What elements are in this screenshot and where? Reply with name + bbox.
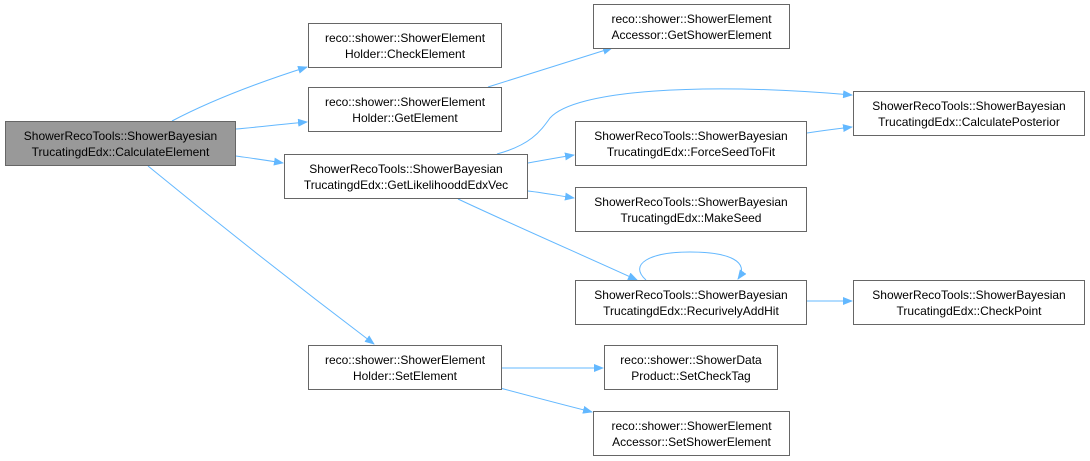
- edge-root-to-set: [147, 165, 375, 345]
- edge-set-to-setshower: [499, 387, 593, 414]
- edge-force-to-post: [806, 124, 853, 134]
- node-check-point-line1: ShowerRecoTools::ShowerBayesian: [872, 287, 1066, 302]
- node-make-seed[interactable]: ShowerRecoTools::ShowerBayesian Trucatin…: [575, 187, 807, 232]
- node-calculate-posterior-line2: TrucatingdEdx::CalculatePosterior: [878, 114, 1060, 129]
- node-calculate-element-line2: TrucatingdEdx::CalculateElement: [31, 144, 210, 159]
- node-get-shower-element[interactable]: reco::shower::ShowerElement Accessor::Ge…: [593, 4, 790, 49]
- node-get-element[interactable]: reco::shower::ShowerElement Holder::GetE…: [308, 87, 502, 132]
- edge-like-to-make: [527, 190, 575, 201]
- node-make-seed-line1: ShowerRecoTools::ShowerBayesian: [594, 194, 788, 209]
- node-check-element-line2: Holder::CheckElement: [344, 46, 466, 61]
- node-make-seed-line2: TrucatingdEdx::MakeSeed: [620, 210, 762, 225]
- node-calculate-posterior[interactable]: ShowerRecoTools::ShowerBayesian Trucatin…: [853, 91, 1085, 136]
- node-calculate-element-line1: ShowerRecoTools::ShowerBayesian: [23, 128, 218, 143]
- node-set-check-tag[interactable]: reco::shower::ShowerData Product::SetChe…: [604, 345, 778, 390]
- edge-get-to-getshower: [487, 46, 613, 88]
- node-check-point[interactable]: ShowerRecoTools::ShowerBayesian Trucatin…: [853, 280, 1085, 325]
- node-get-element-line1: reco::shower::ShowerElement: [324, 94, 486, 109]
- node-get-likelihood-dedx-vec-line1: ShowerRecoTools::ShowerBayesian: [309, 161, 503, 176]
- edge-root-to-get: [235, 118, 308, 130]
- node-force-seed-to-fit[interactable]: ShowerRecoTools::ShowerBayesian Trucatin…: [575, 121, 807, 166]
- node-set-check-tag-line1: reco::shower::ShowerData: [620, 352, 762, 367]
- edge-root-to-like: [235, 155, 284, 166]
- node-set-shower-element[interactable]: reco::shower::ShowerElement Accessor::Se…: [593, 411, 790, 456]
- edge-root-to-check: [171, 65, 308, 122]
- node-check-element[interactable]: reco::shower::ShowerElement Holder::Chec…: [308, 23, 502, 68]
- node-get-shower-element-line1: reco::shower::ShowerElement: [611, 11, 772, 26]
- edge-like-to-post: [496, 88, 853, 155]
- node-recurively-add-hit[interactable]: ShowerRecoTools::ShowerBayesian Trucatin…: [575, 280, 807, 325]
- node-calculate-posterior-line1: ShowerRecoTools::ShowerBayesian: [872, 98, 1066, 113]
- edge-like-to-force: [527, 152, 575, 164]
- node-get-element-line2: Holder::GetElement: [352, 110, 458, 125]
- node-force-seed-to-fit-line1: ShowerRecoTools::ShowerBayesian: [594, 128, 788, 143]
- node-calculate-element: ShowerRecoTools::ShowerBayesian Trucatin…: [5, 121, 236, 166]
- edge-like-to-recur: [457, 198, 638, 281]
- node-recurively-add-hit-line1: ShowerRecoTools::ShowerBayesian: [594, 287, 788, 302]
- node-set-element-line2: Holder::SetElement: [352, 368, 458, 383]
- node-set-element[interactable]: reco::shower::ShowerElement Holder::SetE…: [308, 345, 502, 390]
- edge-recur-self: [639, 251, 747, 281]
- node-get-likelihood-dedx-vec-line2: TrucatingdEdx::GetLikelihooddEdxVec: [303, 177, 509, 192]
- node-check-point-line2: TrucatingdEdx::CheckPoint: [896, 303, 1042, 318]
- node-recurively-add-hit-line2: TrucatingdEdx::RecurivelyAddHit: [603, 303, 779, 318]
- node-get-shower-element-line2: Accessor::GetShowerElement: [611, 27, 772, 42]
- node-get-likelihood-dedx-vec[interactable]: ShowerRecoTools::ShowerBayesian Trucatin…: [284, 154, 528, 199]
- node-set-check-tag-line2: Product::SetCheckTag: [631, 368, 751, 383]
- node-set-shower-element-line2: Accessor::SetShowerElement: [612, 434, 771, 449]
- node-set-shower-element-line1: reco::shower::ShowerElement: [611, 418, 772, 433]
- node-check-element-line1: reco::shower::ShowerElement: [324, 30, 486, 45]
- node-set-element-line1: reco::shower::ShowerElement: [324, 352, 486, 367]
- node-force-seed-to-fit-line2: TrucatingdEdx::ForceSeedToFit: [606, 144, 776, 159]
